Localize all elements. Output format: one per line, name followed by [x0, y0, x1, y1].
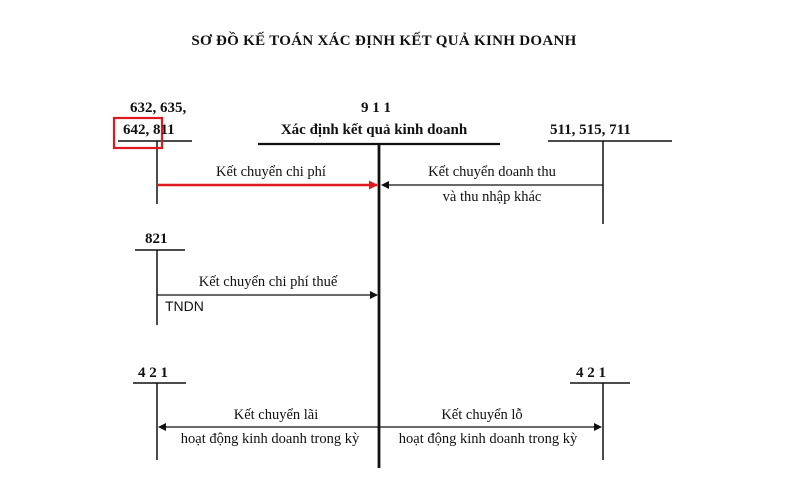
highlight-box — [112, 116, 164, 150]
cost-account-label-bottom: 642, 811 — [123, 122, 175, 138]
revenue-transfer-label-1: Kết chuyển doanh thu — [428, 164, 556, 180]
retained-right-label: 4 2 1 — [576, 365, 606, 381]
diagram-title: SƠ ĐỒ KẾ TOÁN XÁC ĐỊNH KẾT QUẢ KINH DOAN… — [191, 33, 577, 49]
tax-account-label: 821 — [145, 231, 168, 247]
center-account-number: 9 1 1 — [361, 100, 391, 116]
loss-transfer-label-1: Kết chuyển lỗ — [441, 407, 523, 423]
cost-account-label-top: 632, 635, — [130, 100, 187, 116]
tax-transfer-label-1: Kết chuyển chi phí thuế — [198, 274, 338, 290]
revenue-account-label: 511, 515, 711 — [550, 122, 631, 138]
retained-left-label: 4 2 1 — [138, 365, 168, 381]
center-account-name: Xác định kết quả kinh doanh — [280, 122, 468, 138]
profit-transfer-label-2: hoạt động kinh doanh trong kỳ — [180, 431, 360, 447]
tax-transfer-label-2: TNDN — [165, 298, 204, 314]
profit-transfer-label-1: Kết chuyển lãi — [233, 407, 319, 423]
loss-transfer-label-2: hoạt động kinh doanh trong kỳ — [398, 431, 578, 447]
revenue-transfer-label-2: và thu nhập khác — [442, 189, 542, 205]
cost-transfer-label: Kết chuyển chi phí — [216, 164, 326, 180]
